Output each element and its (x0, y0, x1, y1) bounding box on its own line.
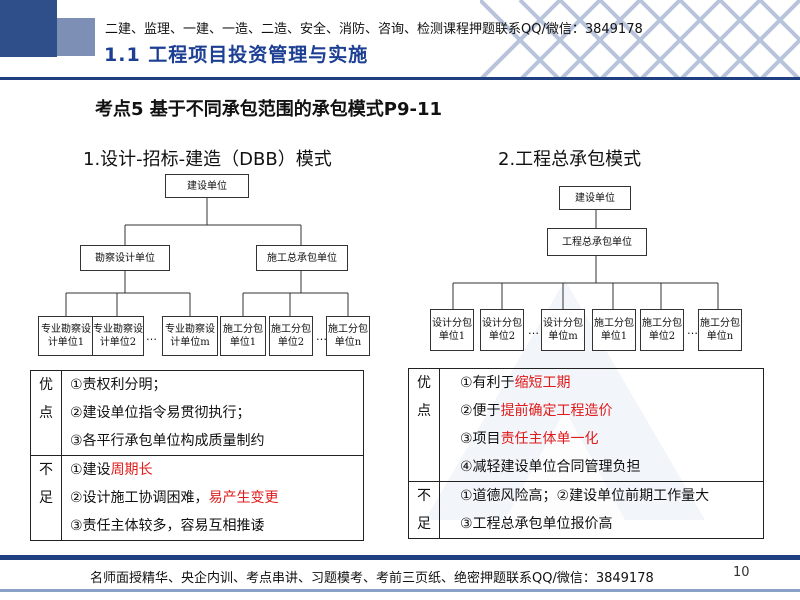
left-dis-item: ②设计施工协调困难，易产生变更 (70, 490, 279, 506)
header-divider (0, 77, 800, 80)
right-dis-item: ③工程总承包单位报价高 (460, 516, 613, 532)
left-sub-box-2: 专业勘察设计单位2 (92, 316, 144, 356)
right-adv-item: ①有利于缩短工期 (460, 375, 571, 391)
right-epc-contractor-box: 工程总承包单位 (547, 228, 647, 256)
right-construction-sub-box-n: 施工分包单位n (698, 309, 742, 351)
page-title: 1.1 工程项目投资管理与实施 (104, 44, 369, 66)
right-disadvantages-list: ①道德风险高；②建设单位前期工作量大 ③工程总承包单位报价高 (439, 481, 764, 539)
left-construction-sub-box-2: 施工分包单位2 (269, 316, 313, 356)
footer-contact-text: 名师面授精华、央企内训、考点串讲、习题模考、考前三页纸、绝密押题联系QQ/微信：… (90, 571, 654, 586)
left-section-title: 1.设计-招标-建造（DBB）模式 (83, 149, 332, 170)
left-sub-box-1: 专业勘察设计单位1 (38, 316, 94, 356)
left-adv-item: ①责权利分明； (70, 377, 167, 393)
left-disadvantages-list: ①建设周期长 ②设计施工协调困难，易产生变更 ③责任主体较多，容易互相推诿 (61, 455, 364, 541)
header-square-light (57, 18, 95, 56)
left-general-contractor-box: 施工总承包单位 (256, 245, 348, 271)
right-construction-sub-box-1: 施工分包单位1 (592, 309, 636, 351)
left-construction-sub-box-1: 施工分包单位1 (220, 316, 266, 356)
right-design-sub-box-m: 设计分包单位m (541, 309, 585, 351)
footer-bottom-bar (0, 589, 800, 592)
right-adv-item: ④减轻建设单位合同管理负担 (460, 459, 641, 475)
right-disadvantages-row: 不 足 ①道德风险高；②建设单位前期工作量大 ③工程总承包单位报价高 (408, 481, 764, 539)
left-survey-design-box: 勘察设计单位 (80, 245, 170, 271)
header-square-dark (0, 0, 57, 57)
header-lattice-decoration (480, 0, 800, 80)
footer-divider (0, 555, 800, 560)
left-ellipsis-1: … (146, 330, 157, 343)
right-client-box: 建设单位 (559, 186, 631, 210)
left-adv-item: ③各平行承包单位构成质量制约 (70, 433, 265, 449)
right-advantages-row: 优 点 ①有利于缩短工期 ②便于提前确定工程造价 ③项目责任主体单一化 ④减轻建… (408, 368, 764, 482)
left-adv-item: ②建设单位指令易贯彻执行； (70, 405, 251, 421)
left-sub-box-m: 专业勘察设计单位m (162, 316, 218, 356)
left-dis-item: ③责任主体较多，容易互相推诿 (70, 518, 265, 534)
right-ellipsis-1: … (528, 324, 539, 337)
left-advantages-list: ①责权利分明； ②建设单位指令易贯彻执行； ③各平行承包单位构成质量制约 (61, 370, 364, 456)
left-ellipsis-2: … (316, 330, 327, 343)
left-construction-sub-box-n: 施工分包单位n (326, 316, 370, 356)
right-design-sub-box-2: 设计分包单位2 (480, 309, 524, 351)
right-advantages-label: 优 点 (408, 368, 440, 482)
right-dis-item: ①道德风险高；②建设单位前期工作量大 (460, 488, 710, 504)
left-dis-item: ①建设周期长 (70, 462, 153, 478)
left-client-box: 建设单位 (165, 174, 249, 198)
header-contact-text: 二建、监理、一建、一造、二造、安全、消防、咨询、检测课程押题联系QQ/微信：38… (105, 22, 643, 37)
section-subtitle: 考点5 基于不同承包范围的承包模式P9-11 (95, 99, 443, 120)
left-disadvantages-label: 不 足 (30, 455, 62, 541)
right-construction-sub-box-2: 施工分包单位2 (640, 309, 684, 351)
page-number: 10 (733, 565, 750, 580)
left-advantages-row: 优 点 ①责权利分明； ②建设单位指令易贯彻执行； ③各平行承包单位构成质量制约 (30, 370, 364, 456)
right-section-title: 2.工程总承包模式 (498, 149, 642, 170)
left-disadvantages-row: 不 足 ①建设周期长 ②设计施工协调困难，易产生变更 ③责任主体较多，容易互相推… (30, 455, 364, 541)
right-adv-item: ③项目责任主体单一化 (460, 431, 599, 447)
right-pros-cons-table: 优 点 ①有利于缩短工期 ②便于提前确定工程造价 ③项目责任主体单一化 ④减轻建… (408, 368, 764, 539)
left-pros-cons-table: 优 点 ①责权利分明； ②建设单位指令易贯彻执行； ③各平行承包单位构成质量制约… (30, 370, 364, 541)
right-design-sub-box-1: 设计分包单位1 (430, 309, 474, 351)
right-advantages-list: ①有利于缩短工期 ②便于提前确定工程造价 ③项目责任主体单一化 ④减轻建设单位合… (439, 368, 764, 482)
left-advantages-label: 优 点 (30, 370, 62, 456)
right-adv-item: ②便于提前确定工程造价 (460, 403, 613, 419)
right-ellipsis-2: … (687, 324, 698, 337)
right-disadvantages-label: 不 足 (408, 481, 440, 539)
